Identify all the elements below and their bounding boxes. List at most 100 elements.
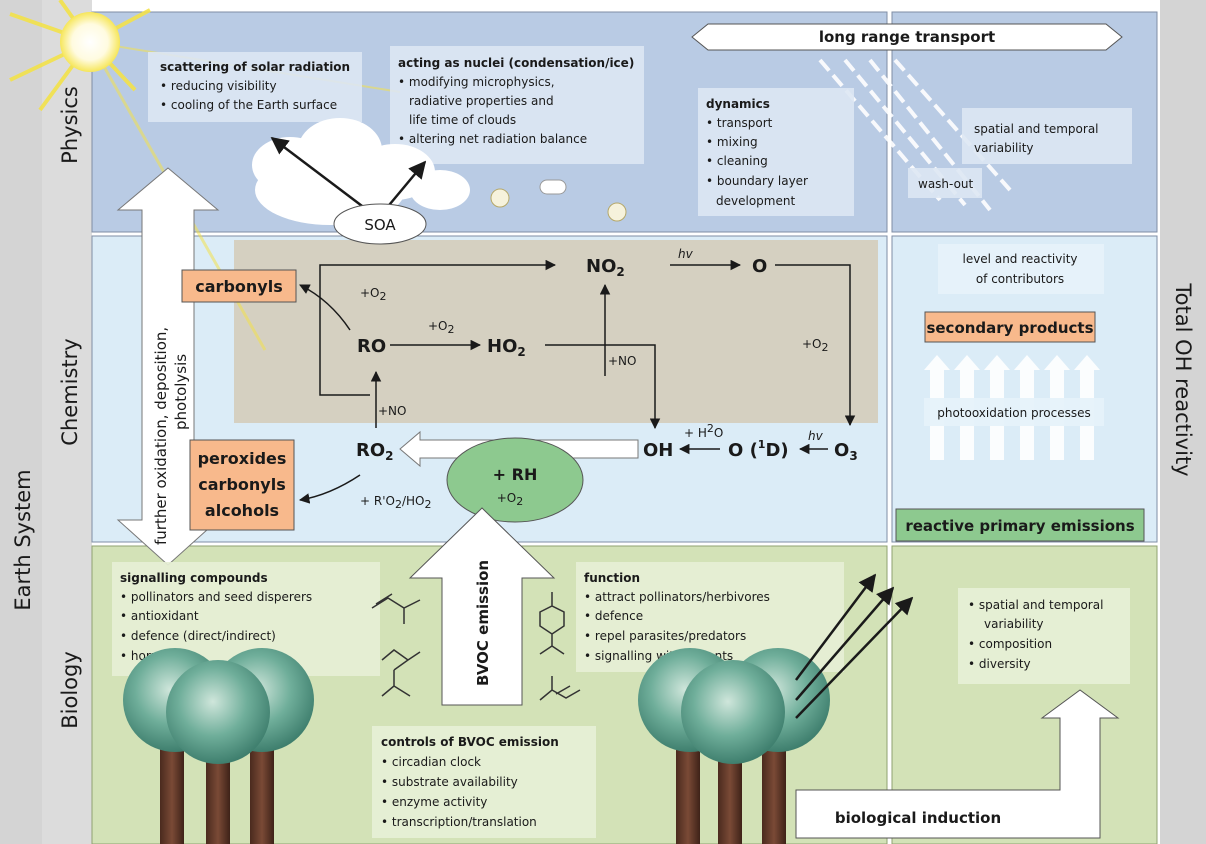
chemistry-label: Chemistry [58,338,82,445]
no-label: +NO [608,354,636,368]
nuclei-title: acting as nuclei (condensation/ice) [398,56,634,70]
scattering-box [148,52,362,122]
dynamics-item: • cleaning [706,154,768,168]
biological-induction-arrow [795,689,1120,839]
scattering-title: scattering of solar radiation [160,60,350,74]
physics-label: Physics [58,86,82,164]
nuclei-item: • modifying microphysics, [398,75,555,89]
diversity-item: • composition [968,637,1052,651]
o2-label: +O2 [428,319,455,336]
diversity-item: • diversity [968,657,1031,671]
signalling-item: • pollinators and seed disperers [120,590,312,604]
reactive-emissions-box [895,508,1145,542]
dynamics-title: dynamics [706,97,770,111]
nuclei-item: radiative properties and [409,94,554,108]
spatial-line: spatial and temporal [974,122,1099,136]
rh-o2-label: +O2 [497,491,524,508]
scattering-item: • cooling of the Earth surface [160,98,337,112]
function-item: • attract pollinators/herbivores [584,590,770,604]
dynamics-item: • transport [706,116,773,130]
products-label: carbonyls [198,475,285,494]
dynamics-item: • mixing [706,135,758,149]
photo-box [924,398,1104,426]
level-line: of contributors [976,272,1064,286]
soa-arrow [384,160,427,211]
signalling-item: • defence (direct/indirect) [120,629,276,643]
reactive-emissions-label: reactive primary emissions [905,517,1134,535]
products-label: peroxides [198,449,287,468]
controls-item: • circadian clock [381,755,481,769]
ho2-species: HO2 [487,336,526,359]
tree-group-left [123,648,314,844]
soa-arrow [270,136,371,213]
nuclei-item: life time of clouds [409,113,516,127]
oxidation-label-2: photolysis [172,354,190,430]
o1d-species: O (1D) [728,438,789,461]
inner-left-strip [42,0,92,844]
level-box [938,244,1104,294]
level-line: level and reactivity [962,252,1077,266]
spatial-line: variability [974,141,1034,155]
o3-species: O3 [834,440,858,463]
controls-item: • substrate availability [381,775,518,789]
biology-label: Biology [58,651,82,729]
cloud-icon [252,118,470,225]
function-title: function [584,571,640,585]
ro2-reagent-label: + R'O2/HO2 [360,494,431,511]
dynamics-item: • boundary layer [706,174,808,188]
left-strip [0,0,42,844]
nuclei-box [390,46,644,164]
dynamics-box [698,88,854,216]
signalling-title: signalling compounds [120,571,268,585]
secondary-products-box [924,311,1096,343]
nuclei-item: • altering net radiation balance [398,132,587,146]
oxidation-label-1: further oxidation, deposition, [152,327,170,545]
emission-arrows [795,573,914,719]
diversity-item: • spatial and temporal [968,598,1103,612]
ro-species: RO [357,336,386,357]
soa-node [333,203,427,245]
washout-box [908,168,982,198]
molecule-icons [371,592,581,701]
no2-species: NO2 [586,256,625,279]
total-oh-label: Total OH reactivity [1171,282,1195,476]
long-range-label: long range transport [819,28,995,46]
controls-item: • enzyme activity [381,795,487,809]
particle-icons [490,179,627,222]
scattering-item: • reducing visibility [160,79,277,93]
tree-group-right [638,648,830,844]
function-item: • repel parasites/predators [584,629,746,643]
bvoc-emission-arrow [408,507,556,706]
signalling-item: • antioxidant [120,609,199,623]
o2-label: +O2 [360,286,387,303]
spatial-box [962,108,1132,164]
secondary-products-label: secondary products [926,319,1093,337]
dynamics-item: development [716,194,795,208]
o2-label: +O2 [802,337,829,354]
long-range-arrow [691,23,1123,51]
washout-label: wash-out [918,177,974,191]
carbonyls-box [181,269,297,303]
rh-label: + RH [493,465,538,484]
diversity-box [958,588,1130,684]
o-species: O [752,256,767,277]
rh-node [446,437,584,523]
hv-label: hv [678,247,694,261]
products-box [189,439,295,531]
ro2-species: RO2 [356,440,394,463]
right-strip [1160,0,1206,844]
hv-label: hv [808,429,824,443]
products-label: alcohols [205,501,279,520]
no-label: +NO [378,404,406,418]
chemistry-core [234,240,878,423]
controls-item: • transcription/translation [381,815,537,829]
soa-label: SOA [364,216,396,234]
biological-induction-label: biological induction [835,809,1001,827]
bvoc-emission-label: BVOC emission [474,560,492,686]
oh-species: OH [643,440,673,461]
controls-box [372,726,596,838]
earth-system-label: Earth System [11,469,35,610]
photo-label: photooxidation processes [937,406,1091,420]
function-item: • defence [584,609,643,623]
